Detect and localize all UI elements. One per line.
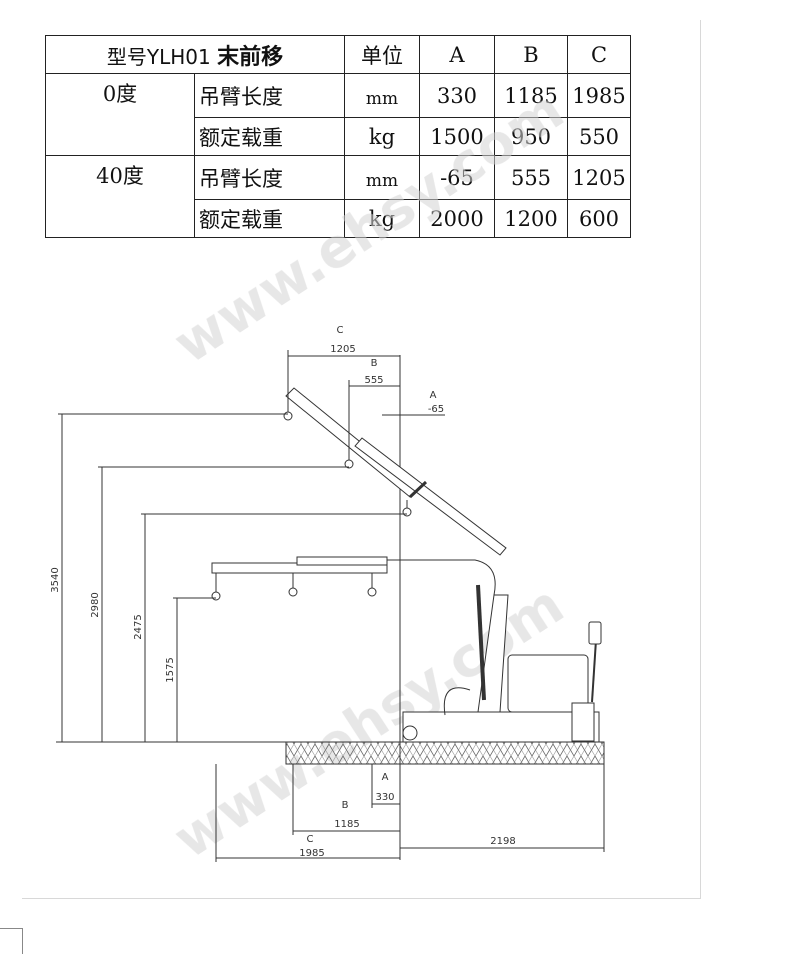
cell-b: 1200	[494, 199, 568, 238]
bottom-a-value: 330	[375, 792, 394, 803]
counterweight	[507, 654, 589, 713]
model-label: 型号YLH01	[106, 44, 211, 69]
bottom-dims	[215, 764, 605, 862]
angle-0: 0度	[45, 73, 195, 156]
bottom-a-label: A	[382, 772, 389, 783]
handle-grip	[588, 621, 602, 645]
model-variant: 末前移	[217, 44, 284, 70]
cell-a: 2000	[419, 199, 495, 238]
dim-b-value: 555	[364, 375, 383, 386]
dim-a-label: A	[430, 390, 437, 401]
col-a-header: A	[419, 35, 495, 74]
handle-bar	[591, 639, 597, 703]
height-dims	[56, 413, 407, 743]
row-name: 额定载重	[194, 199, 345, 238]
row-name: 额定载重	[194, 117, 345, 156]
rear-wheel	[571, 702, 595, 742]
ground-slab	[285, 741, 605, 765]
mast-top	[380, 559, 496, 596]
col-c-header: C	[567, 35, 631, 74]
dim-c-label: C	[337, 325, 344, 336]
bottom-c-label: C	[307, 834, 314, 845]
angle-40: 40度	[45, 155, 195, 238]
height-2980: 2980	[90, 592, 101, 617]
bottom-b-label: B	[342, 800, 349, 811]
dim-b-label: B	[371, 358, 378, 369]
hydraulic-hose	[443, 687, 471, 716]
table-header-row: 型号YLH01 末前移 单位 A B C	[45, 35, 631, 74]
boom-horizontal-inner	[296, 556, 388, 566]
cell-c: 1205	[567, 155, 631, 200]
row-unit: mm	[344, 73, 420, 118]
hook-icon	[211, 400, 412, 601]
page-frame	[22, 20, 701, 899]
cell-a: -65	[419, 155, 495, 200]
table-row: 0度 吊臂长度 mm 330 1185 1985	[45, 73, 631, 156]
table-row: 额定载重 kg 2000 1200 600	[46, 199, 631, 238]
cell-a: 1500	[419, 117, 495, 156]
cell-c: 550	[567, 117, 631, 156]
watermark-top: www.ehsy.com	[163, 78, 575, 376]
row-unit: kg	[344, 117, 420, 156]
cell-b: 555	[494, 155, 568, 200]
bottom-c-value: 1985	[299, 848, 324, 859]
bottom-base-value: 2198	[490, 836, 515, 847]
cell-c: 600	[567, 199, 631, 238]
dim-a-value: -65	[428, 404, 444, 415]
mast	[477, 594, 509, 713]
boom-40-inner	[354, 437, 507, 556]
spec-table: 型号YLH01 末前移 单位 A B C 0度 吊臂长度 mm 330 1185…	[45, 35, 631, 238]
row-unit: kg	[344, 199, 420, 238]
col-b-header: B	[494, 35, 568, 74]
cell-a: 330	[419, 73, 495, 118]
row-unit: mm	[344, 155, 420, 200]
table-row: 40度 吊臂长度 mm -65 555 1205	[45, 155, 631, 238]
boom-40-outer	[285, 387, 419, 498]
row-name: 吊臂长度	[194, 73, 345, 118]
front-wheel	[402, 725, 418, 741]
boom-40-cylinder	[408, 480, 428, 499]
bottom-b-value: 1185	[334, 819, 359, 830]
dim-c-value: 1205	[330, 344, 355, 355]
table-row: 额定载重 kg 1500 950 550	[46, 117, 631, 156]
hydraulic-cylinder	[476, 584, 486, 701]
height-2475: 2475	[133, 614, 144, 639]
corner-mark	[0, 928, 23, 954]
cell-b: 950	[494, 117, 568, 156]
model-header: 型号YLH01 末前移	[45, 35, 345, 74]
height-1575: 1575	[165, 657, 176, 682]
top-dims	[287, 350, 445, 452]
crane-base	[402, 711, 600, 743]
unit-header: 单位	[344, 35, 420, 74]
height-3540: 3540	[50, 567, 61, 592]
